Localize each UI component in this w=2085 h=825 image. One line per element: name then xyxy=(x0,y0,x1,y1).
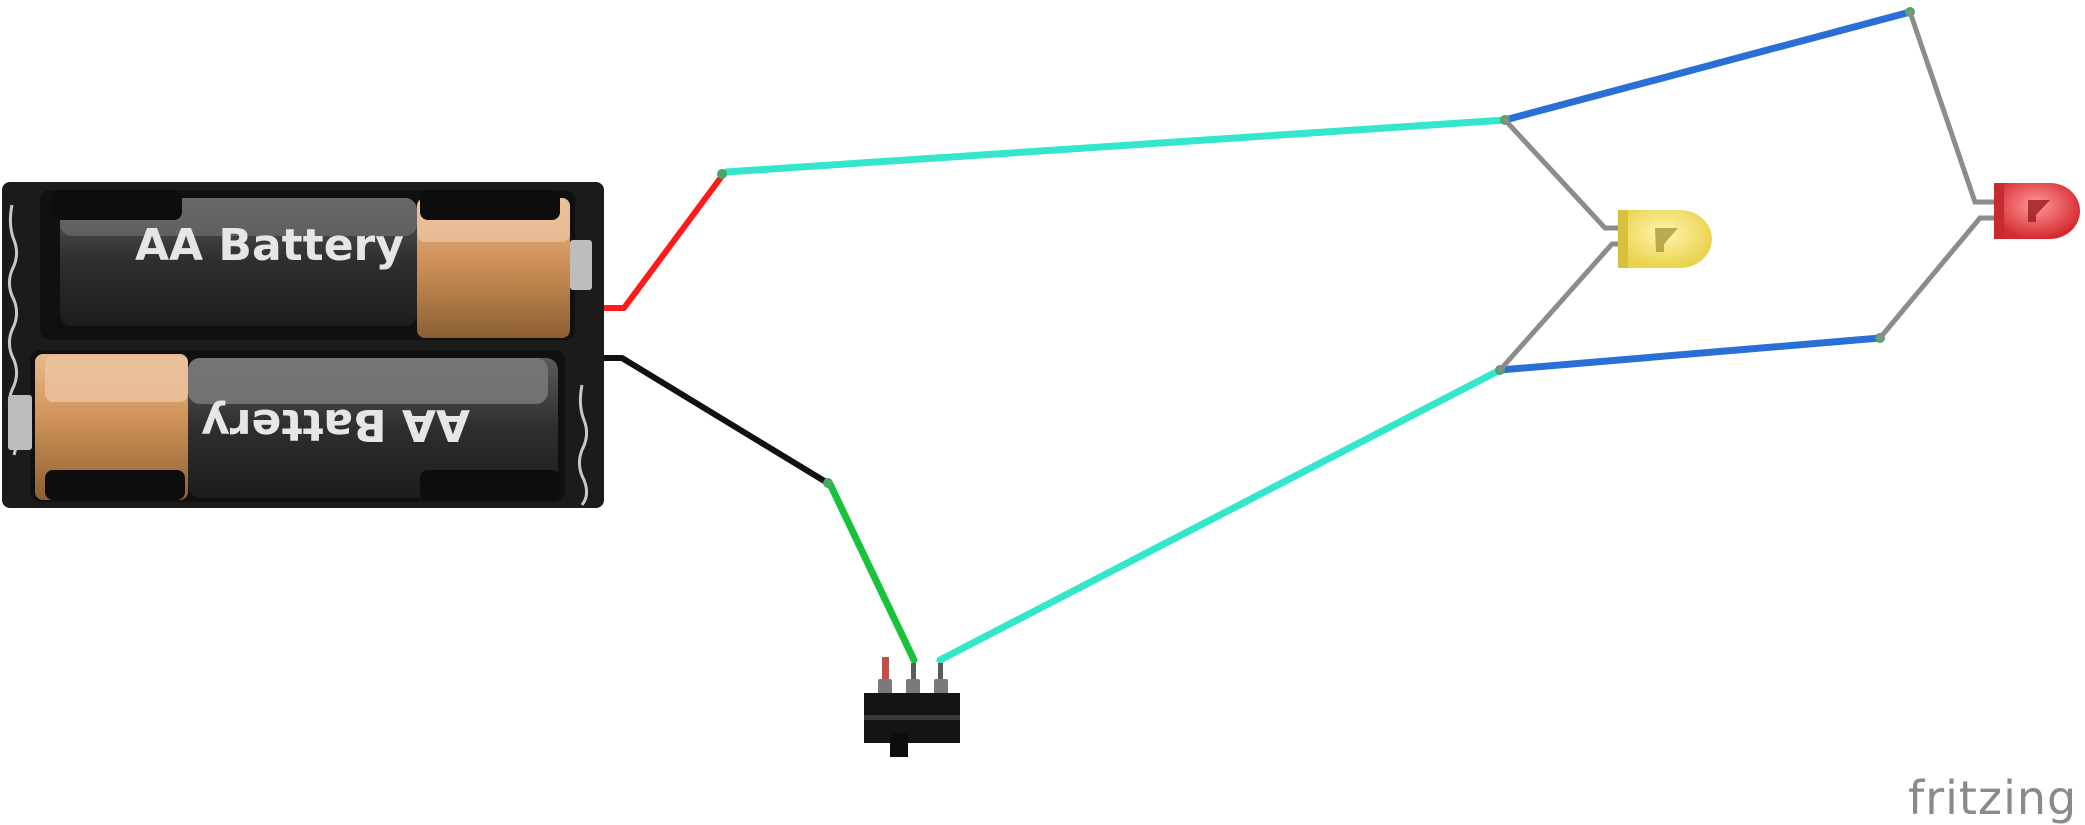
led-leads xyxy=(1497,9,1998,373)
battery-label-top: AA Battery xyxy=(135,220,404,271)
wire-blue-top[interactable] xyxy=(1501,8,1914,124)
wire-cyan-top[interactable] xyxy=(722,116,1509,176)
wire-junctions xyxy=(717,7,1915,488)
led-yellow[interactable] xyxy=(1618,210,1712,268)
red-led-lead-anode xyxy=(1907,9,1998,205)
red-led-lead-cathode xyxy=(1877,215,1998,341)
spring-contact-right xyxy=(577,384,589,506)
yellow-led-lead-cathode xyxy=(1497,241,1628,373)
fritzing-logo: fritzing xyxy=(1908,771,2077,825)
wire-red[interactable] xyxy=(604,174,725,311)
led-red[interactable] xyxy=(1994,183,2080,239)
wire-green[interactable] xyxy=(826,480,918,664)
battery-cell-bottom: AA Battery xyxy=(8,350,565,502)
battery-label-bottom: AA Battery xyxy=(201,399,470,450)
yellow-led-anvil-icon xyxy=(1655,228,1678,252)
wire-blue-bottom[interactable] xyxy=(1496,334,1884,374)
slide-switch[interactable] xyxy=(864,657,960,757)
wire-black[interactable] xyxy=(604,355,828,485)
wire-cyan-bottom[interactable] xyxy=(936,366,1504,664)
battery-pack[interactable]: AA Battery AA Battery xyxy=(2,182,604,508)
switch-red-pin xyxy=(882,657,889,679)
yellow-led-lead-anode xyxy=(1502,117,1628,231)
red-led-anvil-icon xyxy=(2028,200,2050,222)
switch-slider[interactable] xyxy=(890,733,908,757)
battery-cell-top: AA Battery xyxy=(40,190,592,340)
